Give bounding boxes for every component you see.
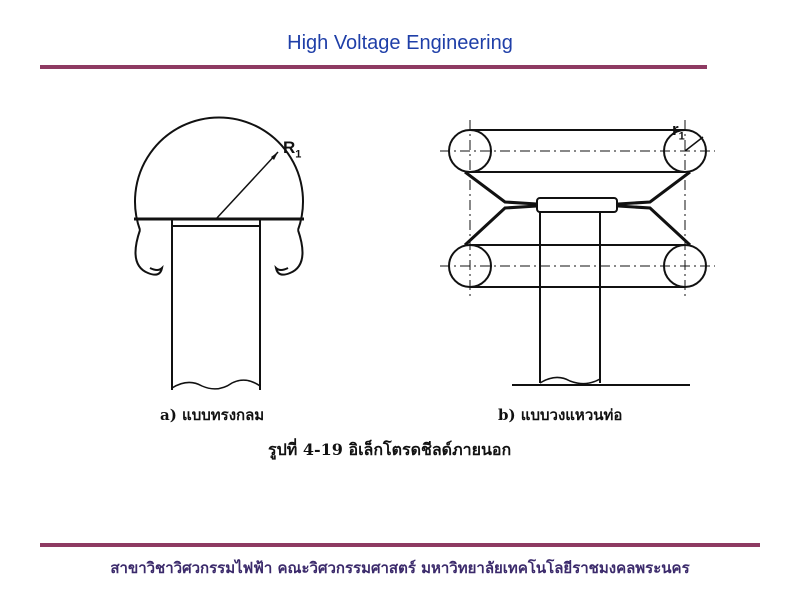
left-lip [134,229,164,276]
caption-ring: b) แบบวงแหวนท่อ [498,406,623,424]
caption-spherical: a) แบบทรงกลม [160,406,265,424]
right-lip [274,229,304,276]
spherical-shield-drawing [134,116,304,390]
radius-label-a: R1 [283,138,302,161]
electrode-figure: R1 r1 a) แบบทรงกลม b) แบบวงแหวนท่อ รูปที… [100,90,740,510]
footer-text: สาขาวิชาวิศวกรรมไฟฟ้า คณะวิศวกรรมศาสตร์ … [110,559,690,577]
sphere-arc [134,116,304,231]
ring-shield-drawing [440,120,715,386]
header-divider [40,65,707,69]
centre-tube [536,197,618,213]
shaft-break [171,379,261,390]
radius-line [215,151,279,220]
radius-label-b: r1 [672,120,685,143]
figure-caption: รูปที่ 4-19 อิเล็กโตรดชีลด์ภายนอก [268,440,512,459]
electrode-drawings [134,116,715,390]
footer-divider [40,543,760,547]
page-title: High Voltage Engineering [287,32,513,54]
